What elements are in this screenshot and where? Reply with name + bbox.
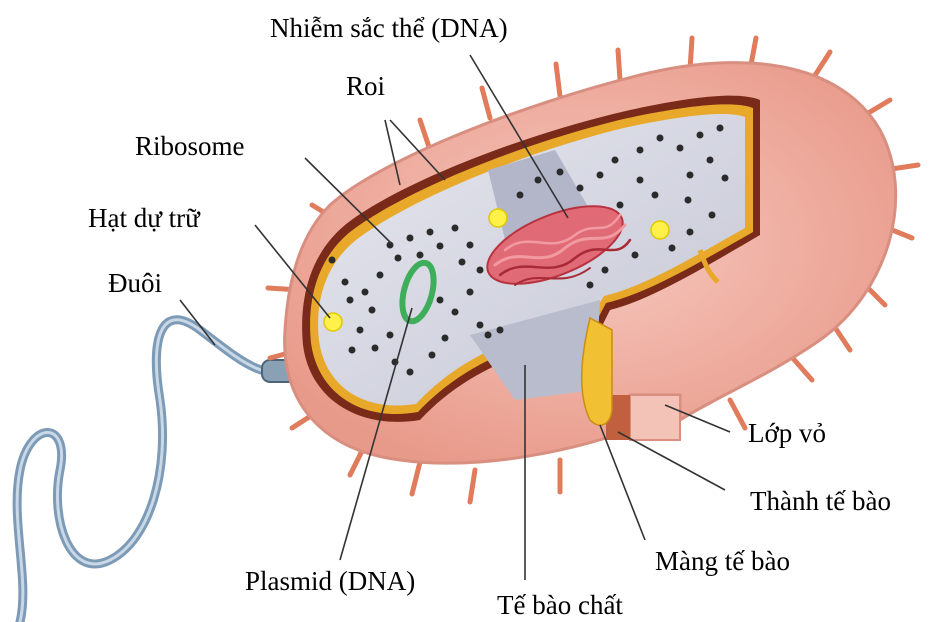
label-storage-granule: Hạt dự trữ xyxy=(88,203,201,233)
label-ribosome: Ribosome xyxy=(135,131,245,161)
label-cell-wall: Thành tế bào xyxy=(750,486,891,516)
storage-granule xyxy=(324,313,342,331)
label-capsule: Lớp vỏ xyxy=(748,418,826,448)
label-cytoplasm: Tế bào chất xyxy=(497,590,623,620)
cut-slab-capsule xyxy=(630,395,680,440)
label-cell-membrane: Màng tế bào xyxy=(655,546,790,576)
label-tail: Đuôi xyxy=(108,268,162,298)
storage-granule xyxy=(651,221,669,239)
storage-granule xyxy=(489,209,507,227)
label-flagella: Roi xyxy=(346,71,385,101)
label-chromosome: Nhiễm sắc thể (DNA) xyxy=(270,13,508,43)
membrane-ribbon xyxy=(582,318,612,425)
label-plasmid: Plasmid (DNA) xyxy=(245,566,415,596)
